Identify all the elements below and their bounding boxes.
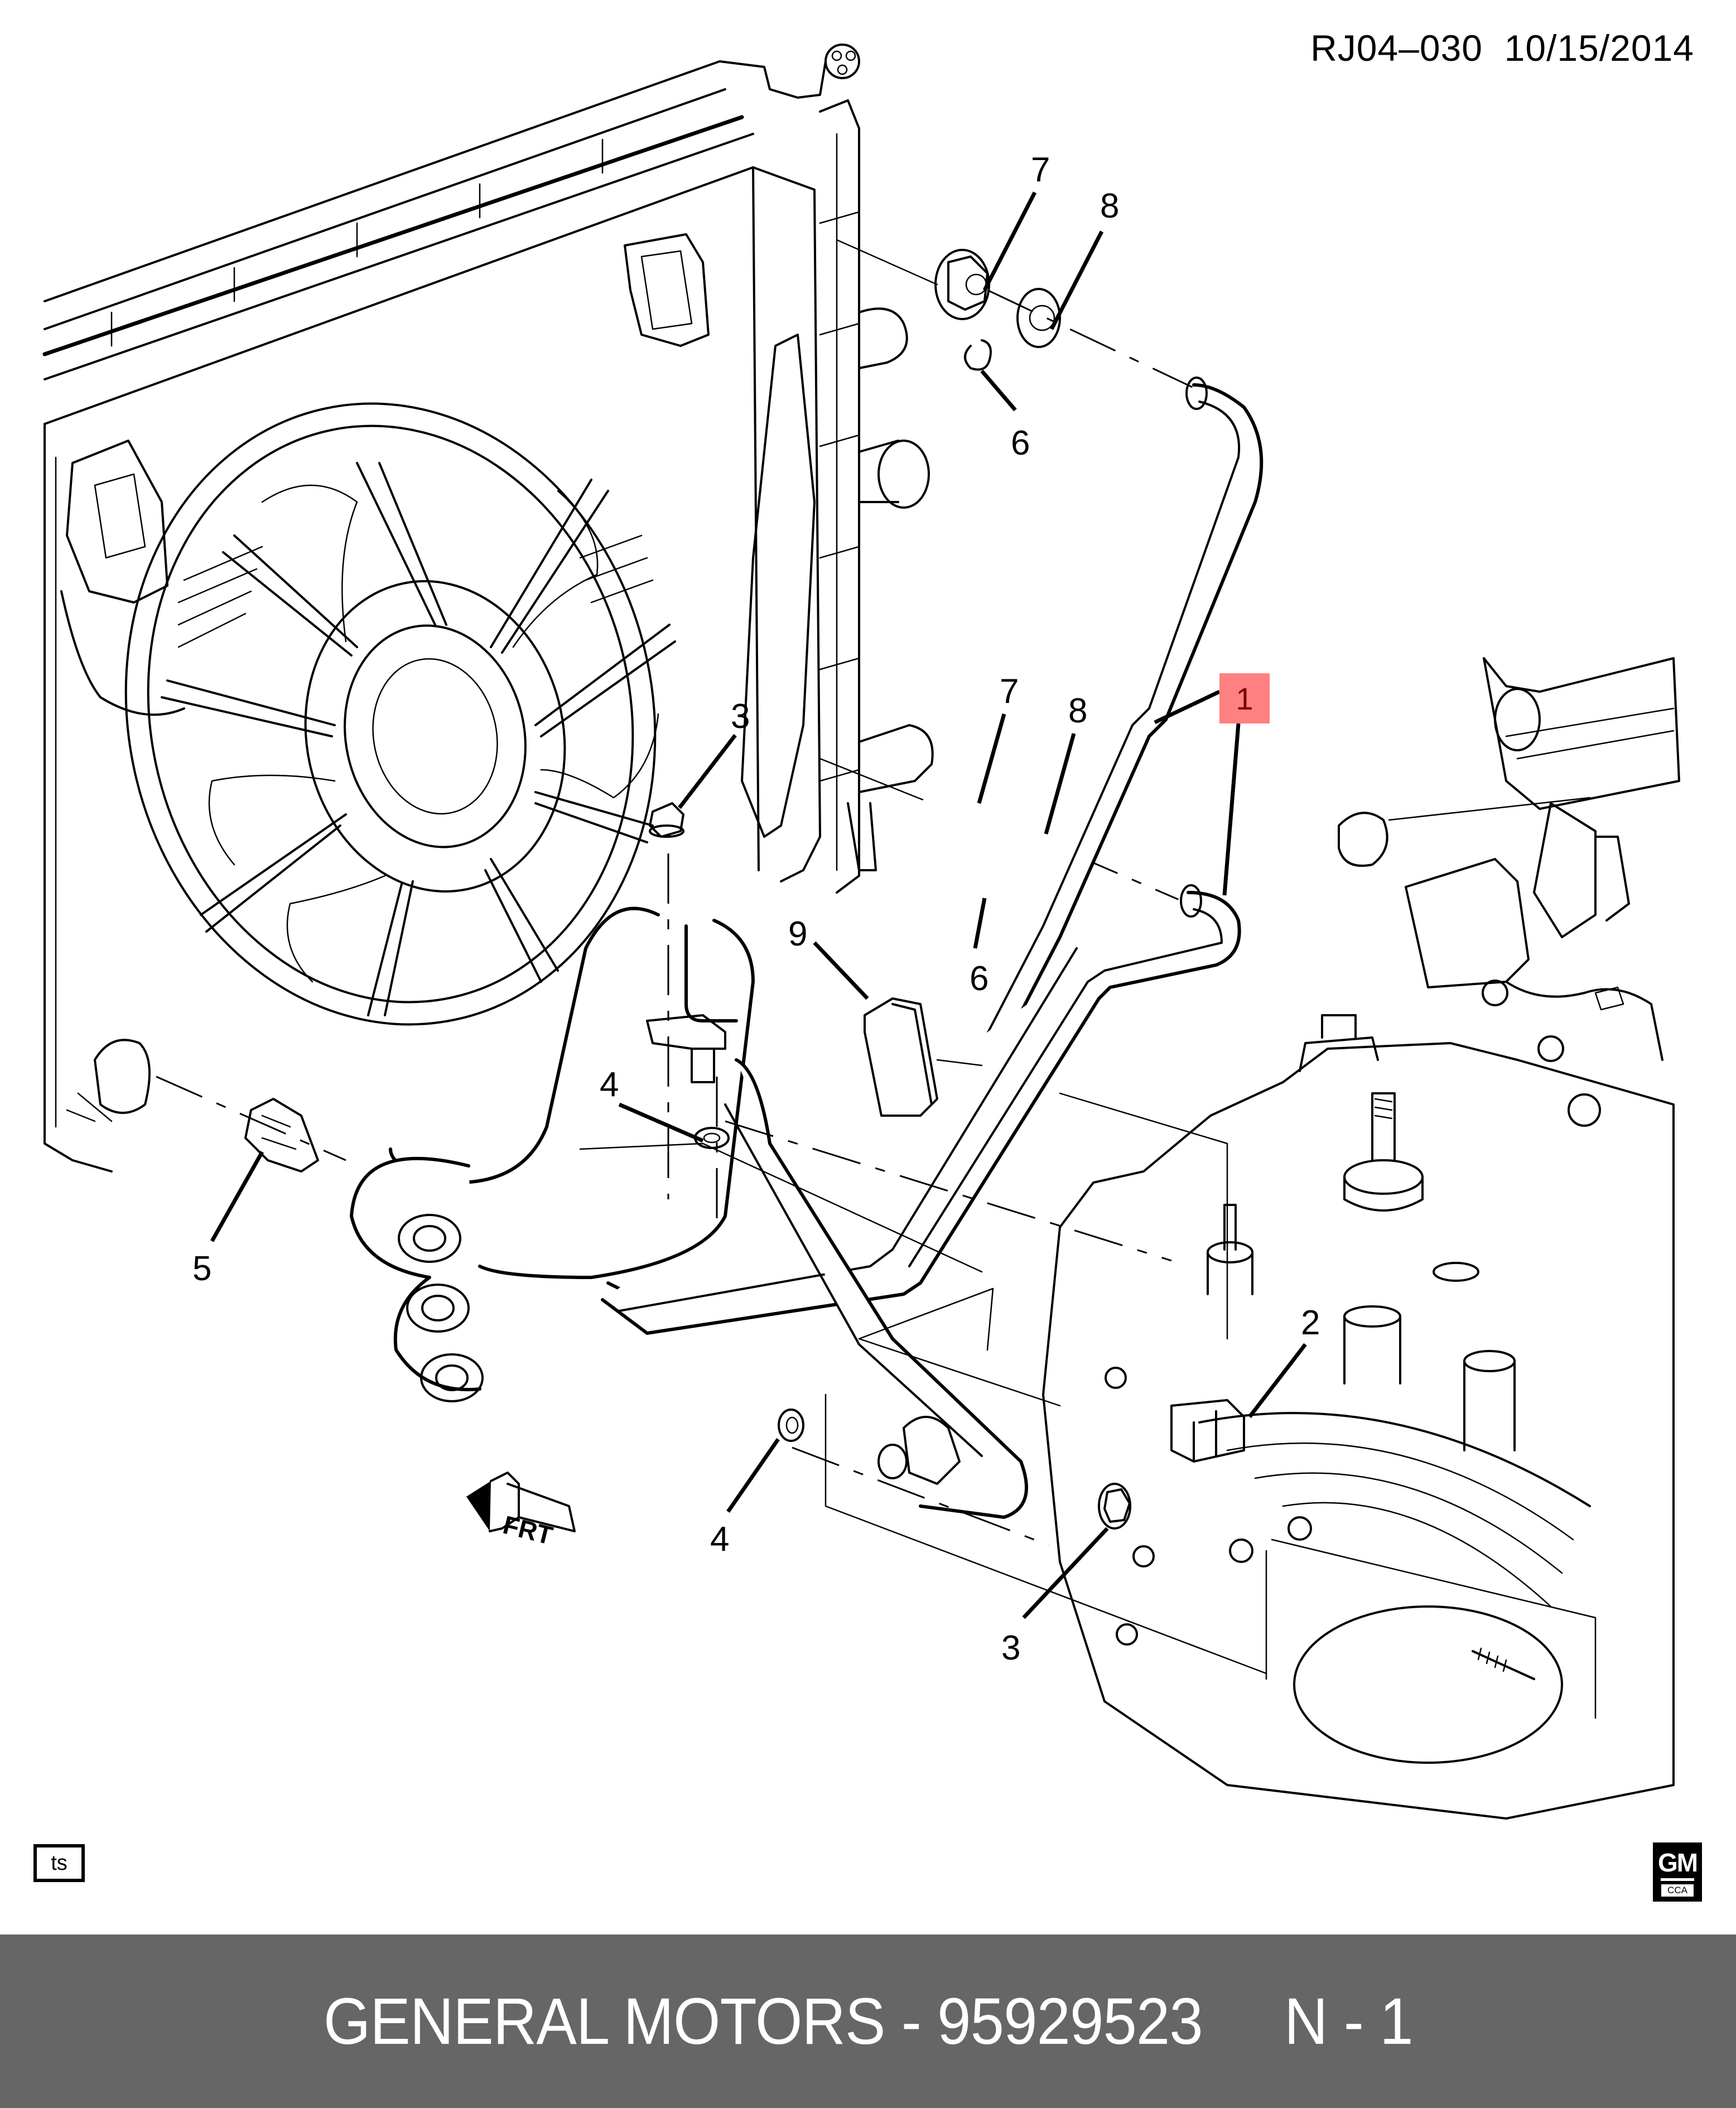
ts-badge-label: ts [51, 1851, 67, 1875]
front-direction-label: FRT [500, 1510, 556, 1550]
callout-5: 5 [192, 1250, 211, 1288]
callout-2: 2 [1301, 1304, 1320, 1342]
callout-1-label: 1 [1236, 681, 1253, 716]
callout-3-upper: 3 [731, 697, 750, 736]
gm-logo-divider [1661, 1878, 1694, 1881]
callout-8-lower: 8 [1068, 692, 1087, 730]
parts-diagram: FRT 7 8 6 7 8 6 3 9 4 5 2 4 3 [42, 44, 1680, 1820]
callout-7-upper: 7 [1031, 151, 1050, 189]
diagram-header: RJ04–030 10/15/2014 [1310, 27, 1694, 69]
diagram-code: RJ04–030 [1310, 27, 1483, 69]
callout-6-upper: 6 [1011, 424, 1030, 462]
reference-lines [156, 853, 1267, 1675]
callout-4-upper: 4 [600, 1065, 619, 1104]
part-number-banner: GENERAL MOTORS - 95929523 N - 1 [0, 1935, 1736, 2108]
radiator-assembly [42, 44, 934, 1173]
diagram-date: 10/15/2014 [1504, 27, 1694, 69]
banner-text: GENERAL MOTORS - 95929523 N - 1 [323, 1984, 1414, 2058]
transmission-cooler-lines [350, 377, 1264, 1519]
callout-labels: 7 8 6 7 8 6 3 9 4 5 2 4 3 [192, 151, 1320, 1667]
callout-3-lower: 3 [1001, 1629, 1020, 1667]
transmission-assembly [1042, 657, 1680, 1820]
callout-6-lower: 6 [970, 959, 988, 998]
callout-9: 9 [788, 915, 807, 953]
upper-fittings [836, 239, 1200, 392]
ts-badge: ts [33, 1844, 85, 1882]
callout-1-highlighted[interactable]: 1 [1219, 673, 1270, 723]
callout-8-upper: 8 [1100, 187, 1119, 225]
callout-leaders [210, 191, 1307, 1619]
gm-logo-text: GM [1657, 1848, 1698, 1877]
gm-logo-subtext: CCA [1661, 1884, 1694, 1897]
callout-4-lower: 4 [710, 1520, 729, 1559]
front-direction-arrow-icon: FRT [466, 1472, 576, 1550]
cooling-fan [124, 402, 676, 1026]
callout-7-lower: 7 [1000, 672, 1019, 711]
gm-logo: GM CCA [1653, 1842, 1702, 1902]
small-parts [244, 802, 1245, 1530]
